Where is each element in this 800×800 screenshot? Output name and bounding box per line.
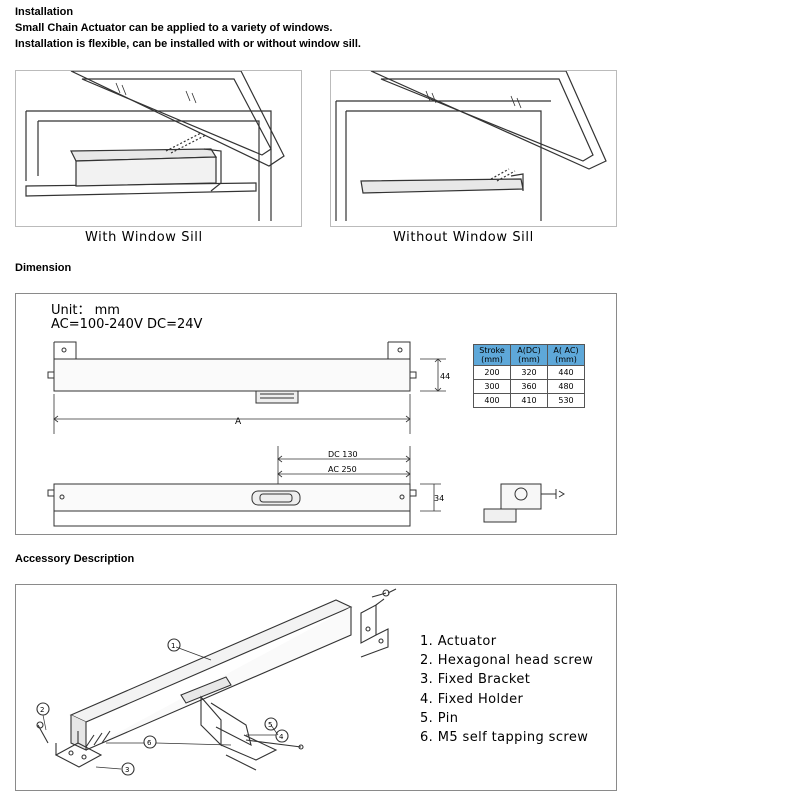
ac-stroke-label: AC 250	[328, 465, 357, 474]
table-cell: 400	[473, 393, 511, 408]
table-row: 300 360 480	[473, 379, 585, 394]
stroke-table: Stroke(mm) A(DC)(mm) A( AC)(mm) 200 320 …	[473, 344, 585, 408]
length-a-label: A	[235, 417, 242, 427]
callout-5: 5	[268, 721, 272, 729]
table-row: 200 320 440	[473, 365, 585, 380]
table-cell: 360	[510, 379, 548, 394]
table-row: 400 410 530	[473, 393, 585, 408]
table-cell: 300	[473, 379, 511, 394]
callout-6: 6	[147, 739, 152, 747]
accessory-panel: 1 2 3 4 5 6	[15, 584, 617, 791]
window-with-sill-drawing	[25, 70, 285, 221]
without-sill-caption: Without Window Sill	[393, 230, 534, 245]
legend-item-actuator: 1. Actuator	[420, 634, 497, 649]
installation-line-2: Installation is flexible, can be install…	[15, 38, 361, 50]
table-header-a-dc: A(DC)(mm)	[510, 344, 548, 366]
table-cell: 480	[547, 379, 585, 394]
legend-item-pin: 5. Pin	[420, 711, 459, 726]
without-sill-illustration	[330, 70, 617, 227]
legend-item-hex-screw: 2. Hexagonal head screw	[420, 653, 594, 668]
height-34-label: 34	[434, 494, 444, 503]
table-cell: 200	[473, 365, 511, 380]
legend-item-fixed-holder: 4. Fixed Holder	[420, 692, 524, 707]
unit-label: Unit： mm	[51, 303, 120, 318]
table-cell: 320	[510, 365, 548, 380]
voltage-label: AC=100-240V DC=24V	[51, 317, 203, 332]
installation-line-1: Small Chain Actuator can be applied to a…	[15, 22, 333, 34]
with-sill-caption: With Window Sill	[85, 230, 203, 245]
table-header-row: Stroke(mm) A(DC)(mm) A( AC)(mm)	[473, 344, 585, 366]
table-cell: 410	[510, 393, 548, 408]
dimension-panel: Unit： mm AC=100-240V DC=24V	[15, 293, 617, 535]
table-cell: 440	[547, 365, 585, 380]
table-header-a-ac: A( AC)(mm)	[547, 344, 585, 366]
table-cell: 530	[547, 393, 585, 408]
callout-3: 3	[125, 766, 129, 774]
dc-stroke-label: DC 130	[328, 450, 358, 459]
dimension-drawing: 44 34 A DC 130 AC 250	[47, 341, 565, 527]
legend-item-fixed-bracket: 3. Fixed Bracket	[420, 672, 531, 687]
table-header-stroke: Stroke(mm)	[473, 344, 511, 366]
accessory-drawing: 1 2 3 4 5 6	[36, 588, 397, 776]
dimension-heading: Dimension	[15, 262, 72, 274]
accessory-heading: Accessory Description	[15, 553, 135, 565]
callout-1: 1	[171, 642, 175, 650]
height-44-label: 44	[440, 372, 450, 381]
with-sill-illustration	[15, 70, 302, 227]
window-without-sill-drawing	[335, 70, 607, 221]
installation-heading: Installation	[15, 6, 74, 18]
callout-4: 4	[279, 733, 284, 741]
legend-item-m5-screw: 6. M5 self tapping screw	[420, 730, 589, 745]
callout-2: 2	[40, 706, 44, 714]
